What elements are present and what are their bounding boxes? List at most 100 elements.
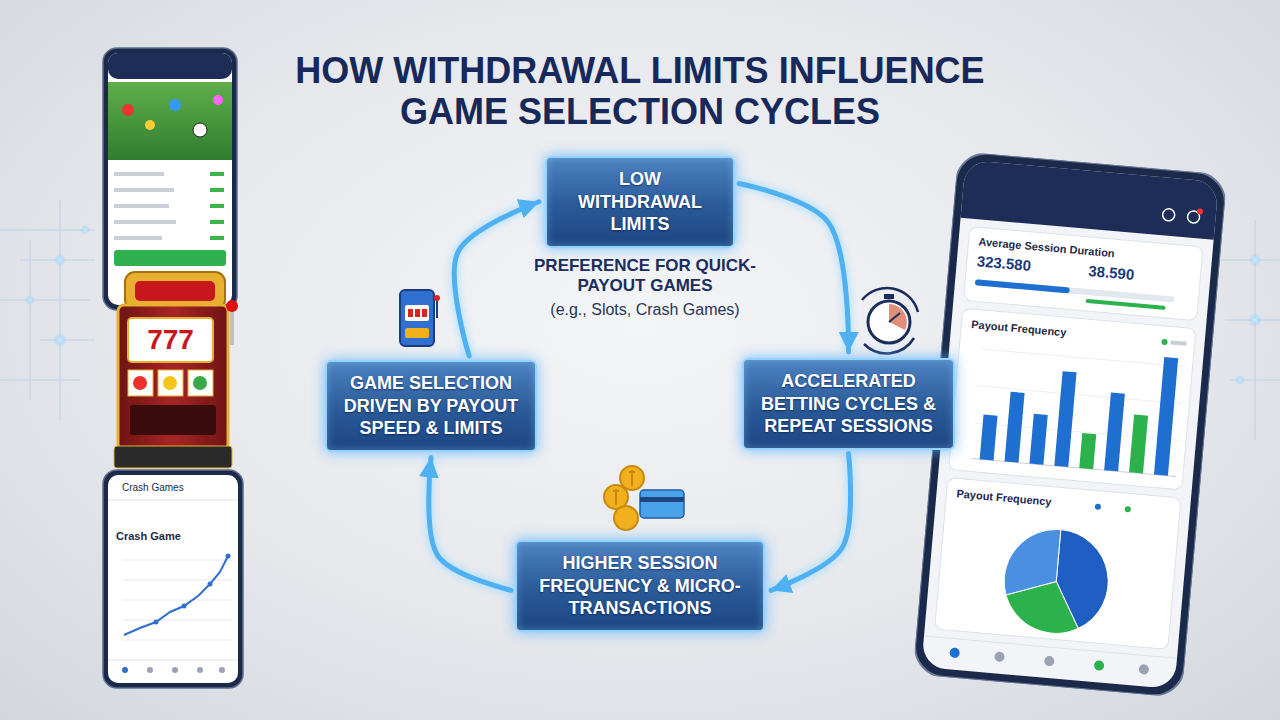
cycle-arrow [771,454,851,591]
game-token [145,120,155,130]
slot-window [128,318,213,362]
nav-icon [1139,664,1150,675]
notification-dot [1197,208,1204,215]
slot-machine [114,272,238,468]
row-line [114,204,169,208]
progress-track [975,279,1175,302]
chart-point [182,604,187,609]
credit-card [640,490,684,518]
phone-frame [103,48,237,310]
phone-screen [108,53,232,305]
coin [614,506,638,530]
dashboard-phone-art [913,151,1228,698]
tech-line [0,380,80,381]
coin [620,466,644,490]
bar [1079,433,1096,469]
slot-icon-reel [408,309,413,317]
chart-point [154,620,159,625]
row-odds [210,188,224,192]
example-note: (e.g., Slots, Crash Games) [530,301,760,319]
coin-mark [629,470,635,486]
phone-crash [103,470,243,688]
grid-line [122,600,232,601]
nav-icon [1044,656,1055,667]
process-box: HIGHER SESSION FREQUENCY & MICRO-TRANSAC… [515,540,765,632]
row-odds [210,220,224,224]
tech-line [60,200,61,420]
row-line [114,220,176,224]
bar [1054,371,1076,467]
phone-betting [103,48,237,310]
phone-frame [103,470,243,688]
chart-point [226,554,231,559]
reel [188,370,213,396]
card-title: Crash Game [116,530,181,542]
arrow-glow [454,202,539,356]
game-token [169,99,181,111]
stopwatch-button [884,294,894,299]
tech-line [0,300,90,301]
legend-dot [1161,339,1168,346]
lemon [163,376,177,390]
card-stripe [640,497,684,502]
glow-dot [25,295,35,305]
nav-icon [949,647,960,658]
grid-line [122,640,232,641]
slot-icon-reel [415,309,420,317]
bar [1029,414,1047,465]
row-odds [210,236,224,240]
nav-icon [994,651,1005,662]
game-banner [108,82,232,160]
bar [1154,357,1178,476]
phone-header [961,160,1219,240]
slot-tray [130,405,216,435]
duration-card [963,227,1203,321]
glow-dot [1235,375,1245,385]
stopwatch-hand [889,313,900,322]
tech-line [1255,220,1256,440]
bar [1005,392,1025,463]
soccer-ball [193,123,207,137]
stopwatch-icon [862,288,918,353]
pie-chart-card [935,478,1181,650]
grid-line [981,349,1185,367]
grid-line [978,386,1182,404]
tech-line [30,240,31,400]
dashboard-phone: Average Session Duration323.58038.590Pay… [913,151,1228,698]
bar [1129,415,1148,474]
process-box: GAME SELECTION DRIVEN BY PAYOUT SPEED & … [325,360,537,452]
nav-rule [924,636,1177,658]
nav-icon [1094,660,1105,671]
glow-dot [1248,313,1262,327]
nav-icon [172,667,178,673]
tech-line [1215,260,1280,261]
row-line [114,188,174,192]
subheading-text: PREFERENCE FOR QUICK-PAYOUT GAMES [532,256,758,297]
header-icon [1162,208,1175,221]
box-text: HIGHER SESSION FREQUENCY & MICRO-TRANSAC… [529,552,751,620]
game-token [122,104,134,116]
grid-line [122,580,232,581]
cycle-arrow [454,202,539,356]
stopwatch-face [868,301,910,343]
legend-dot [1095,503,1102,510]
slot-icon-window [405,305,429,321]
glow-dot [1249,254,1261,266]
header-rule [108,500,238,501]
box-text: LOW WITHDRAWAL LIMITS [559,168,721,236]
glow-dot [53,333,67,347]
box-text: ACCELERATED BETTING CYCLES & REPEAT SESS… [756,370,941,438]
nav-icon [147,667,153,673]
nav-icon [219,667,225,673]
crash-line [124,556,228,635]
phone-header [108,53,232,79]
arrow-glow [429,458,511,591]
chart-point [208,582,213,587]
progress-bar [1086,299,1166,310]
legend-dot [1125,506,1132,513]
nav-icon [122,667,128,673]
melon [193,376,207,390]
process-box: LOW WITHDRAWAL LIMITS [545,156,735,248]
coin-mark [613,489,619,505]
lever-knob [226,300,238,312]
